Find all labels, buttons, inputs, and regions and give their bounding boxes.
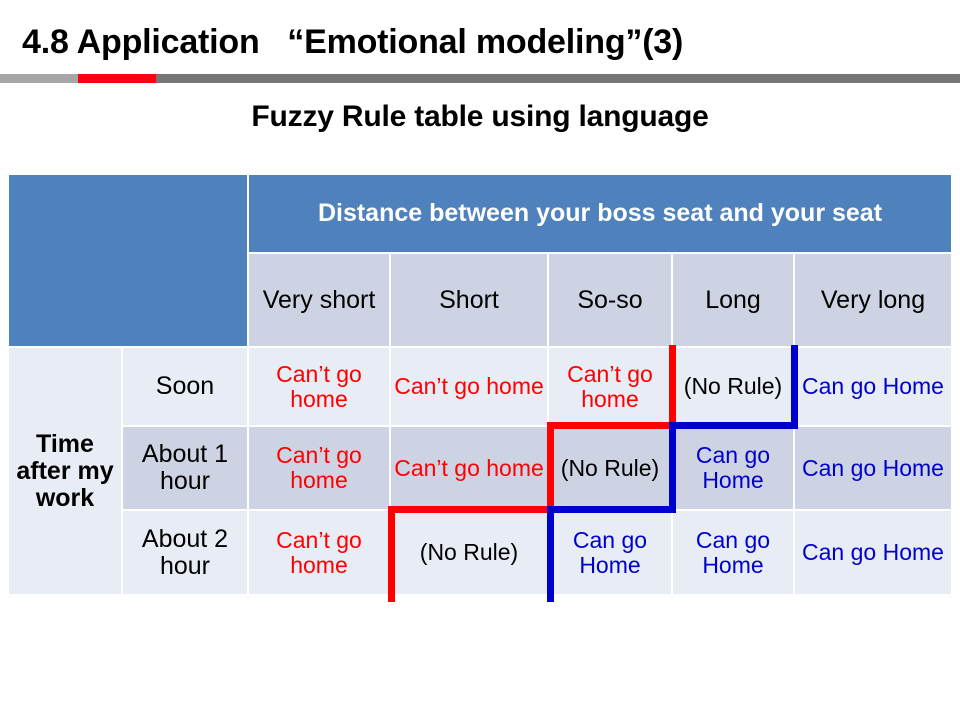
table-row: About 1 hour Can’t go home Can’t go home… <box>8 426 952 510</box>
cell-soon-short: Can’t go home <box>390 347 548 426</box>
cell-1hour-short: Can’t go home <box>390 426 548 510</box>
cell-1hour-long: Can go Home <box>672 426 794 510</box>
column-header-long: Long <box>672 253 794 347</box>
row-header-about-1-hour: About 1 hour <box>122 426 248 510</box>
cell-soon-very-long: Can go Home <box>794 347 952 426</box>
subtitle: Fuzzy Rule table using language <box>251 100 709 133</box>
divider-segment-dark-gray <box>156 74 960 83</box>
column-header-short: Short <box>390 253 548 347</box>
divider-segment-red <box>78 74 156 83</box>
table-header-row-group: Distance between your boss seat and your… <box>8 174 952 347</box>
cell-1hour-very-short: Can’t go home <box>248 426 390 510</box>
table-header-row-columns: Very short Short So-so Long Very long <box>8 253 952 347</box>
cell-2hour-short: (No Rule) <box>390 510 548 595</box>
fuzzy-rule-table: Distance between your boss seat and your… <box>8 174 952 595</box>
row-header-soon: Soon <box>122 347 248 426</box>
column-header-so-so: So-so <box>548 253 672 347</box>
table-corner-cell <box>8 174 248 347</box>
divider-segment-light-gray <box>0 74 78 83</box>
cell-soon-long: (No Rule) <box>672 347 794 426</box>
page-title: 4.8 Application “Emotional modeling”(3) <box>22 23 684 61</box>
row-group-label: Time after my work <box>8 347 122 595</box>
table-row: About 2 hour Can’t go home (No Rule) Can… <box>8 510 952 595</box>
cell-1hour-so-so: (No Rule) <box>548 426 672 510</box>
title-divider-bar <box>0 74 960 83</box>
cell-soon-so-so: Can’t go home <box>548 347 672 426</box>
cell-2hour-so-so: Can go Home <box>548 510 672 595</box>
row-header-about-2-hour: About 2 hour <box>122 510 248 595</box>
table-row: Time after my work Soon Can’t go home Ca… <box>8 347 952 595</box>
cell-2hour-long: Can go Home <box>672 510 794 595</box>
cell-2hour-very-short: Can’t go home <box>248 510 390 595</box>
column-header-very-short: Very short <box>248 253 390 347</box>
column-group-header: Distance between your boss seat and your… <box>248 174 952 253</box>
cell-soon-very-short: Can’t go home <box>248 347 390 426</box>
column-header-very-long: Very long <box>794 253 952 347</box>
cell-1hour-very-long: Can go Home <box>794 426 952 510</box>
cell-2hour-very-long: Can go Home <box>794 510 952 595</box>
